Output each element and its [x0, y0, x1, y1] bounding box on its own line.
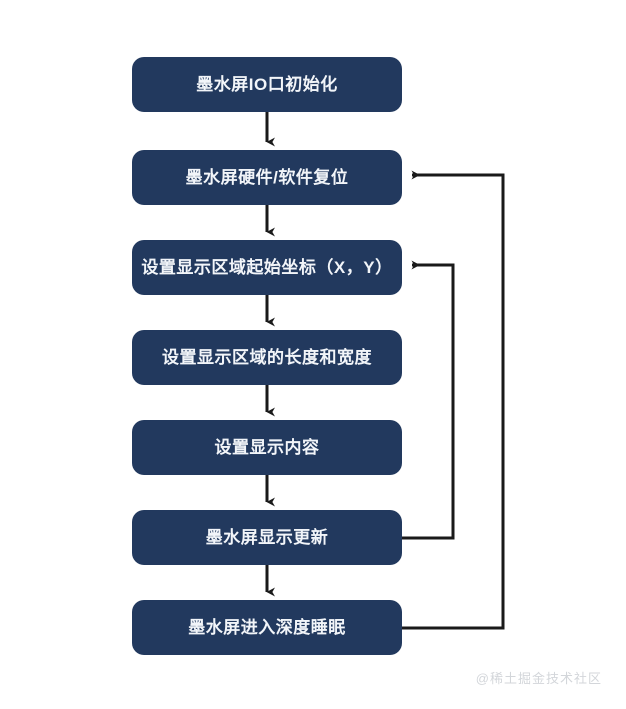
node-init-io-label: 墨水屏IO口初始化 — [196, 75, 338, 94]
node-deep-sleep[interactable]: 墨水屏进入深度睡眠 — [132, 600, 402, 655]
node-set-origin[interactable]: 设置显示区域起始坐标（X，Y） — [132, 240, 402, 295]
node-set-origin-label: 设置显示区域起始坐标（X，Y） — [141, 258, 393, 277]
watermark: @稀土掘金技术社区 — [475, 671, 602, 686]
node-reset[interactable]: 墨水屏硬件/软件复位 — [132, 150, 402, 205]
node-init-io[interactable]: 墨水屏IO口初始化 — [132, 57, 402, 112]
node-refresh[interactable]: 墨水屏显示更新 — [132, 510, 402, 565]
node-refresh-label: 墨水屏显示更新 — [205, 528, 329, 547]
connector-deep-sleep-loop-back — [402, 170, 505, 630]
node-set-content-label: 设置显示内容 — [214, 438, 320, 457]
node-set-size[interactable]: 设置显示区域的长度和宽度 — [132, 330, 402, 385]
connector-refresh-loop-back — [402, 260, 455, 540]
node-deep-sleep-label: 墨水屏进入深度睡眠 — [188, 618, 346, 637]
node-set-content[interactable]: 设置显示内容 — [132, 420, 402, 475]
node-set-size-label: 设置显示区域的长度和宽度 — [162, 348, 372, 367]
node-reset-label: 墨水屏硬件/软件复位 — [185, 168, 349, 187]
